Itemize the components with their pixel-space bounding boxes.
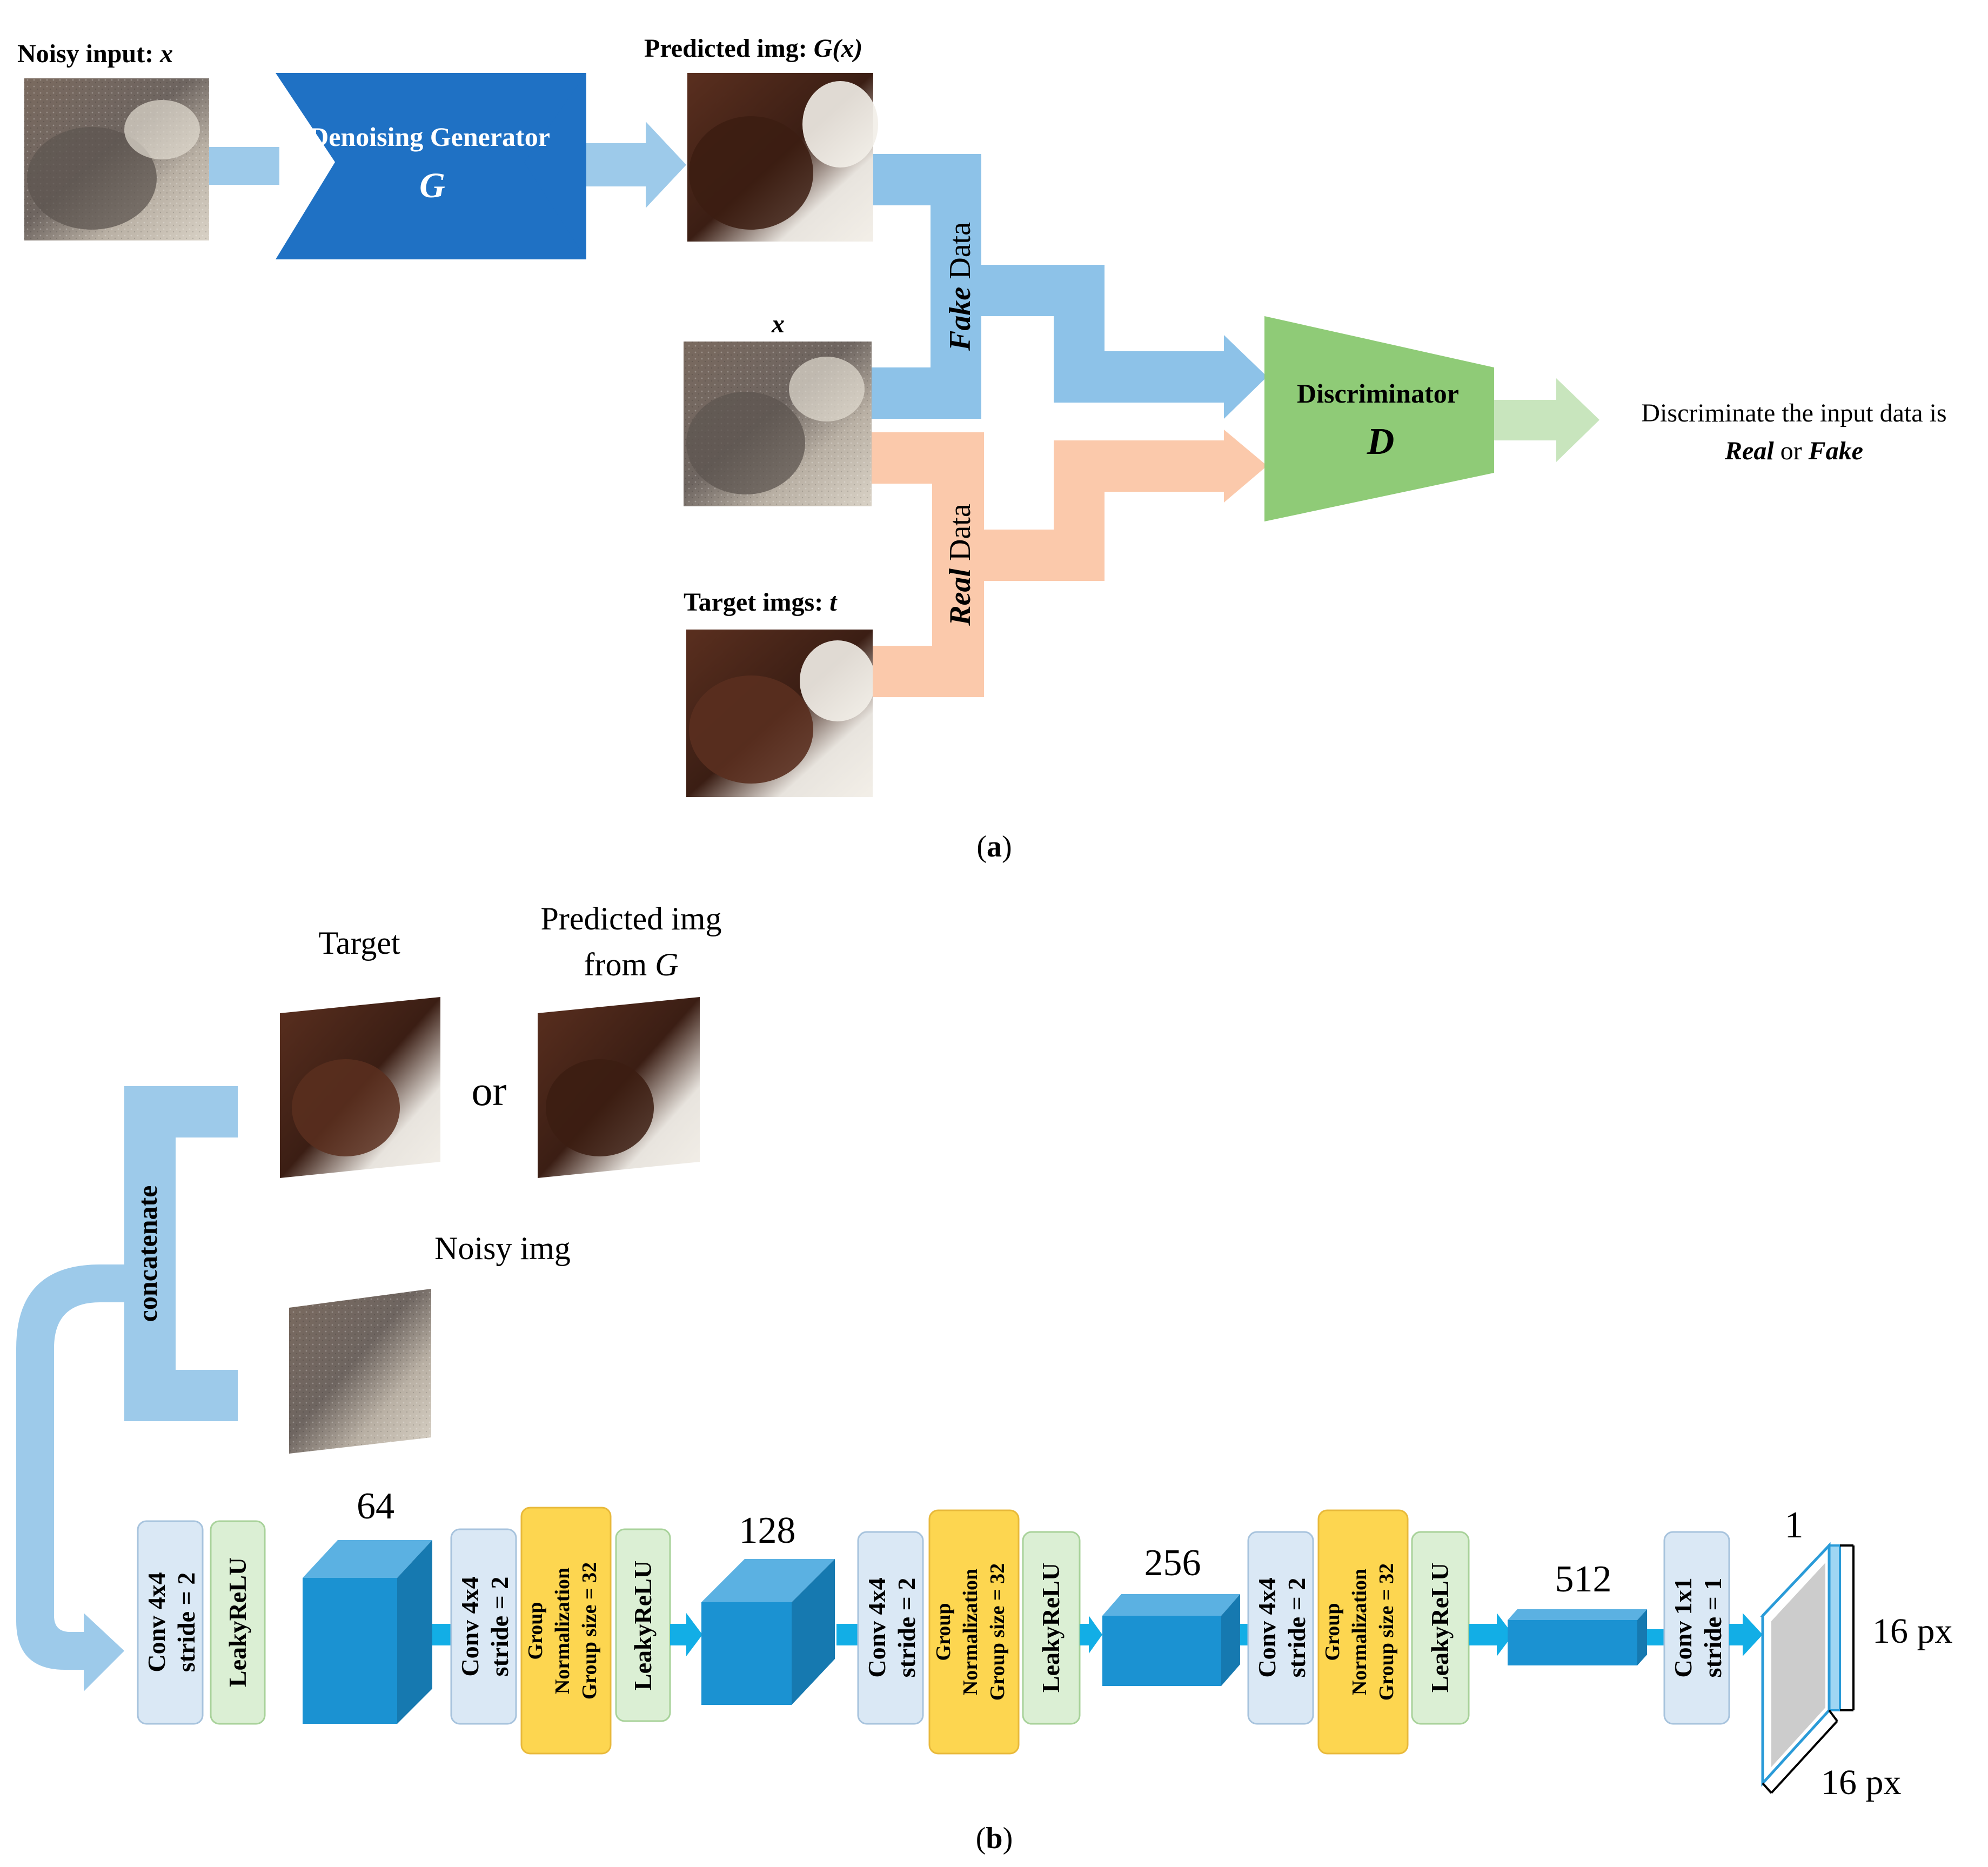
layer-4-conv: Conv 4x4 stride = 2 (1247, 1531, 1314, 1725)
svg-text:stride = 2: stride = 2 (172, 1572, 200, 1672)
channels-128: 128 (739, 1510, 796, 1551)
svg-text:LeakyReLU: LeakyReLU (224, 1557, 251, 1687)
link-arrow-4 (1080, 1624, 1092, 1645)
feature-cube-512 (1508, 1609, 1647, 1665)
channels-64: 64 (357, 1485, 394, 1527)
arrow-generator-to-predicted (586, 143, 651, 186)
svg-text:Group size = 32: Group size = 32 (986, 1563, 1009, 1701)
output-real-or-fake: Real or Fake (1724, 437, 1863, 465)
target-label: Target (318, 925, 400, 961)
link-arrow-3 (836, 1624, 858, 1645)
predicted-img-label: Predicted img: G(x) (644, 34, 862, 63)
link-arrow-6 (1469, 1624, 1501, 1645)
layer-3-leakyrelu: LeakyReLU (1022, 1531, 1081, 1725)
svg-text:Normalization: Normalization (959, 1569, 982, 1695)
height-dimension-bracket (1840, 1544, 1855, 1711)
svg-text:Conv 1x1: Conv 1x1 (1669, 1577, 1697, 1677)
link-arrow-7 (1647, 1629, 1664, 1645)
real-data-label: Real Data (943, 504, 977, 626)
svg-text:LeakyReLU: LeakyReLU (629, 1561, 657, 1690)
svg-text:Group: Group (1321, 1603, 1344, 1661)
layer-1-conv: Conv 4x4 stride = 2 (137, 1520, 204, 1725)
predicted-image (687, 73, 878, 242)
feature-cube-256 (1102, 1594, 1240, 1686)
output-map (1760, 1542, 1843, 1787)
layer-5-conv: Conv 1x1 stride = 1 (1663, 1531, 1730, 1725)
link-arrow-1 (432, 1624, 451, 1645)
output-description: Discriminate the input data is (1641, 399, 1946, 427)
x-image (684, 342, 872, 506)
width-dimension-bracket (1762, 1709, 1838, 1794)
svg-text:Conv 4x4: Conv 4x4 (863, 1577, 891, 1677)
svg-text:Group: Group (524, 1602, 547, 1659)
denoising-generator-shape (276, 73, 586, 259)
svg-text:Group: Group (932, 1603, 955, 1661)
discriminator-output-arrow (1494, 400, 1559, 440)
fake-data-label: Fake Data (943, 222, 977, 351)
svg-text:LeakyReLU: LeakyReLU (1426, 1563, 1454, 1692)
generator-symbol: G (419, 166, 445, 205)
discriminator (1264, 316, 1494, 521)
svg-text:Conv 4x4: Conv 4x4 (456, 1576, 484, 1676)
layer-4-leakyrelu: LeakyReLU (1411, 1531, 1470, 1725)
caption-b: (b) (976, 1822, 1013, 1855)
layer-4-groupnorm: Group Normalization Group size = 32 (1317, 1509, 1409, 1755)
noisy-img-label: Noisy img (434, 1230, 571, 1266)
target-imgs-label: Target imgs: t (684, 588, 838, 617)
predicted-from-g-line2: from G (584, 947, 679, 982)
layer-2-conv: Conv 4x4 stride = 2 (450, 1528, 517, 1725)
generator-title: Denoising Generator (309, 122, 550, 152)
feature-cube-64 (303, 1540, 432, 1724)
svg-text:Conv 4x4: Conv 4x4 (143, 1572, 170, 1672)
channels-512: 512 (1555, 1558, 1612, 1600)
or-label: or (472, 1067, 507, 1114)
x-label: x (771, 310, 785, 338)
svg-text:Normalization: Normalization (551, 1568, 574, 1694)
layer-2-leakyrelu: LeakyReLU (615, 1528, 671, 1722)
link-arrow-2 (670, 1624, 689, 1645)
fake-data-path (872, 154, 1267, 419)
svg-text:stride = 1: stride = 1 (1699, 1578, 1726, 1678)
target-image-b (280, 997, 440, 1178)
concatenate-bracket (16, 1086, 238, 1691)
svg-text:Normalization: Normalization (1348, 1569, 1371, 1695)
layer-3-groupnorm: Group Normalization Group size = 32 (928, 1509, 1020, 1755)
caption-a: (a) (976, 830, 1012, 864)
svg-text:Group size = 32: Group size = 32 (578, 1562, 601, 1699)
panel-b: Target Predicted img from G or Noisy img (16, 901, 1953, 1855)
channels-1: 1 (1785, 1504, 1804, 1546)
width-dimension-label: 16 px (1821, 1763, 1902, 1802)
predicted-image-b (538, 997, 700, 1178)
discriminator-symbol: D (1367, 421, 1395, 463)
discriminator-title: Discriminator (1297, 378, 1459, 409)
target-image (686, 630, 875, 797)
predicted-from-g-line1: Predicted img (541, 901, 722, 936)
svg-text:LeakyReLU: LeakyReLU (1037, 1563, 1065, 1692)
real-data-path (872, 430, 1267, 697)
height-dimension-label: 16 px (1872, 1611, 1953, 1651)
svg-text:stride = 2: stride = 2 (1283, 1578, 1310, 1678)
noisy-image-b (289, 1289, 431, 1454)
layer-3-conv: Conv 4x4 stride = 2 (857, 1531, 924, 1725)
channels-256: 256 (1144, 1542, 1201, 1584)
svg-text:stride = 2: stride = 2 (893, 1578, 920, 1678)
layer-1-leakyrelu: LeakyReLU (210, 1520, 266, 1725)
svg-text:Conv 4x4: Conv 4x4 (1253, 1577, 1281, 1677)
layer-2-groupnorm: Group Normalization Group size = 32 (520, 1507, 612, 1755)
arrow-noisy-to-generator (209, 147, 279, 185)
panel-a: Noisy input: x Predicted img: G(x) Denoi… (17, 34, 1947, 864)
svg-text:Group size = 32: Group size = 32 (1375, 1563, 1398, 1701)
concatenate-label: concatenate (132, 1186, 163, 1322)
noisy-input-image (24, 78, 209, 240)
noisy-input-label: Noisy input: x (17, 39, 173, 68)
svg-text:stride = 2: stride = 2 (486, 1577, 513, 1677)
feature-cube-128 (701, 1559, 835, 1705)
